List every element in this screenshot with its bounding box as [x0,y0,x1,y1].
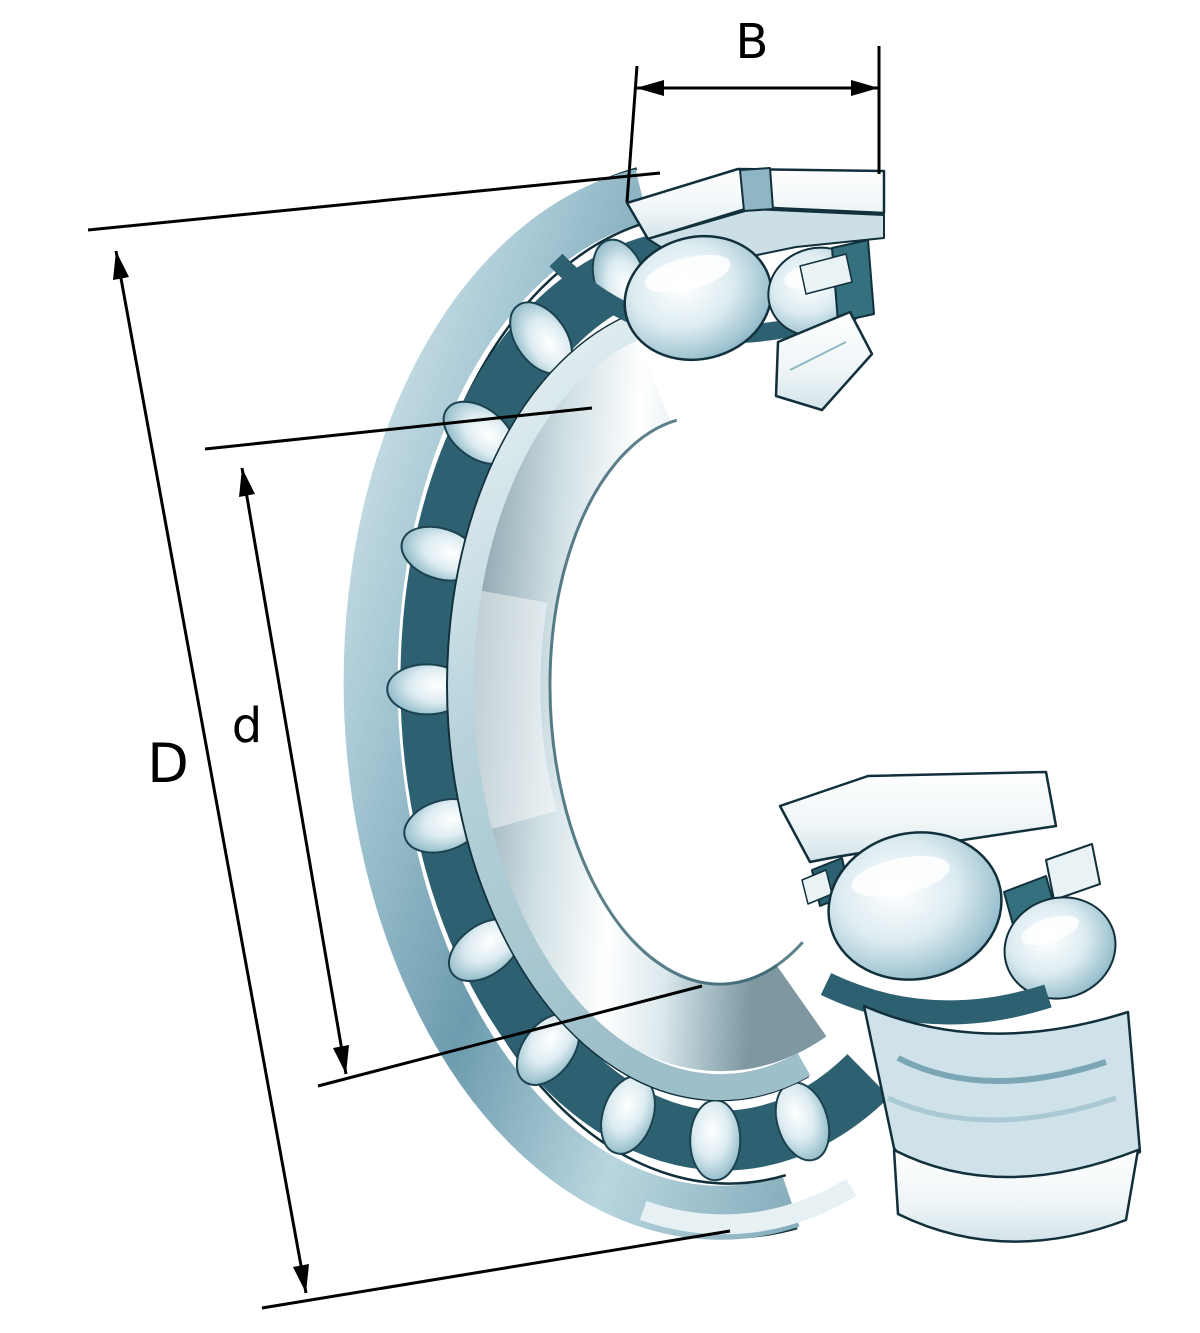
roller-section-bottom-rear [1003,896,1117,1000]
inner-ring-rim [448,306,811,1101]
cage-section-face-bottom-right [1045,843,1101,901]
dimension-label-D: D [147,732,189,795]
outer-ring-center-rib [739,167,774,212]
dim-D-extension-bottom [261,1229,731,1310]
dim-b-arrow-left [636,80,664,96]
outer-ring-od-highlight [639,1178,857,1235]
dimension-label-b: B [736,14,769,70]
inner-ring-section-top [774,310,874,412]
roller-section-top [623,234,773,362]
bore-highlight [470,590,557,830]
bore-surface [462,340,827,1072]
raceway-groove-line-2 [886,1095,1117,1123]
dim-b-arrow-right [851,80,879,96]
dim-d-extension-top [204,406,593,451]
roller-section-bottom [827,831,1003,981]
bearing-ring [343,167,890,1240]
dimension-b: B [625,14,881,203]
dimension-d-bore: d [204,406,703,1088]
cage-arm-bottom [820,973,1052,1025]
roller-highlight [644,254,731,293]
cage-section-face-top [799,253,853,295]
dim-d-extension-bottom [317,984,703,1088]
bore-far-edge [548,418,804,986]
cutaway-section-bottom [778,770,1142,1243]
raceway-groove-line [896,1055,1107,1085]
dim-D-extension-top [87,171,661,232]
dim-d-line [240,467,348,1075]
dim-d-arrow-top [239,468,255,497]
outer-ring-od-face-bottom [892,1148,1140,1243]
roller [689,1099,742,1182]
dim-D-arrow-bottom [293,1264,309,1293]
dim-b-extension-left [625,65,639,203]
cutaway-section-top [549,167,886,412]
dim-d-arrow-bottom [333,1045,349,1074]
roller-highlight [851,855,950,897]
dim-D-line [114,250,308,1294]
outer-ring-face [343,169,800,1240]
inner-ring-section-detail [789,341,847,371]
dimension-d-outer: D [87,171,731,1310]
dimension-label-d: d [232,698,262,754]
roller-highlight [1021,915,1079,945]
dim-D-arrow-top [113,251,129,280]
